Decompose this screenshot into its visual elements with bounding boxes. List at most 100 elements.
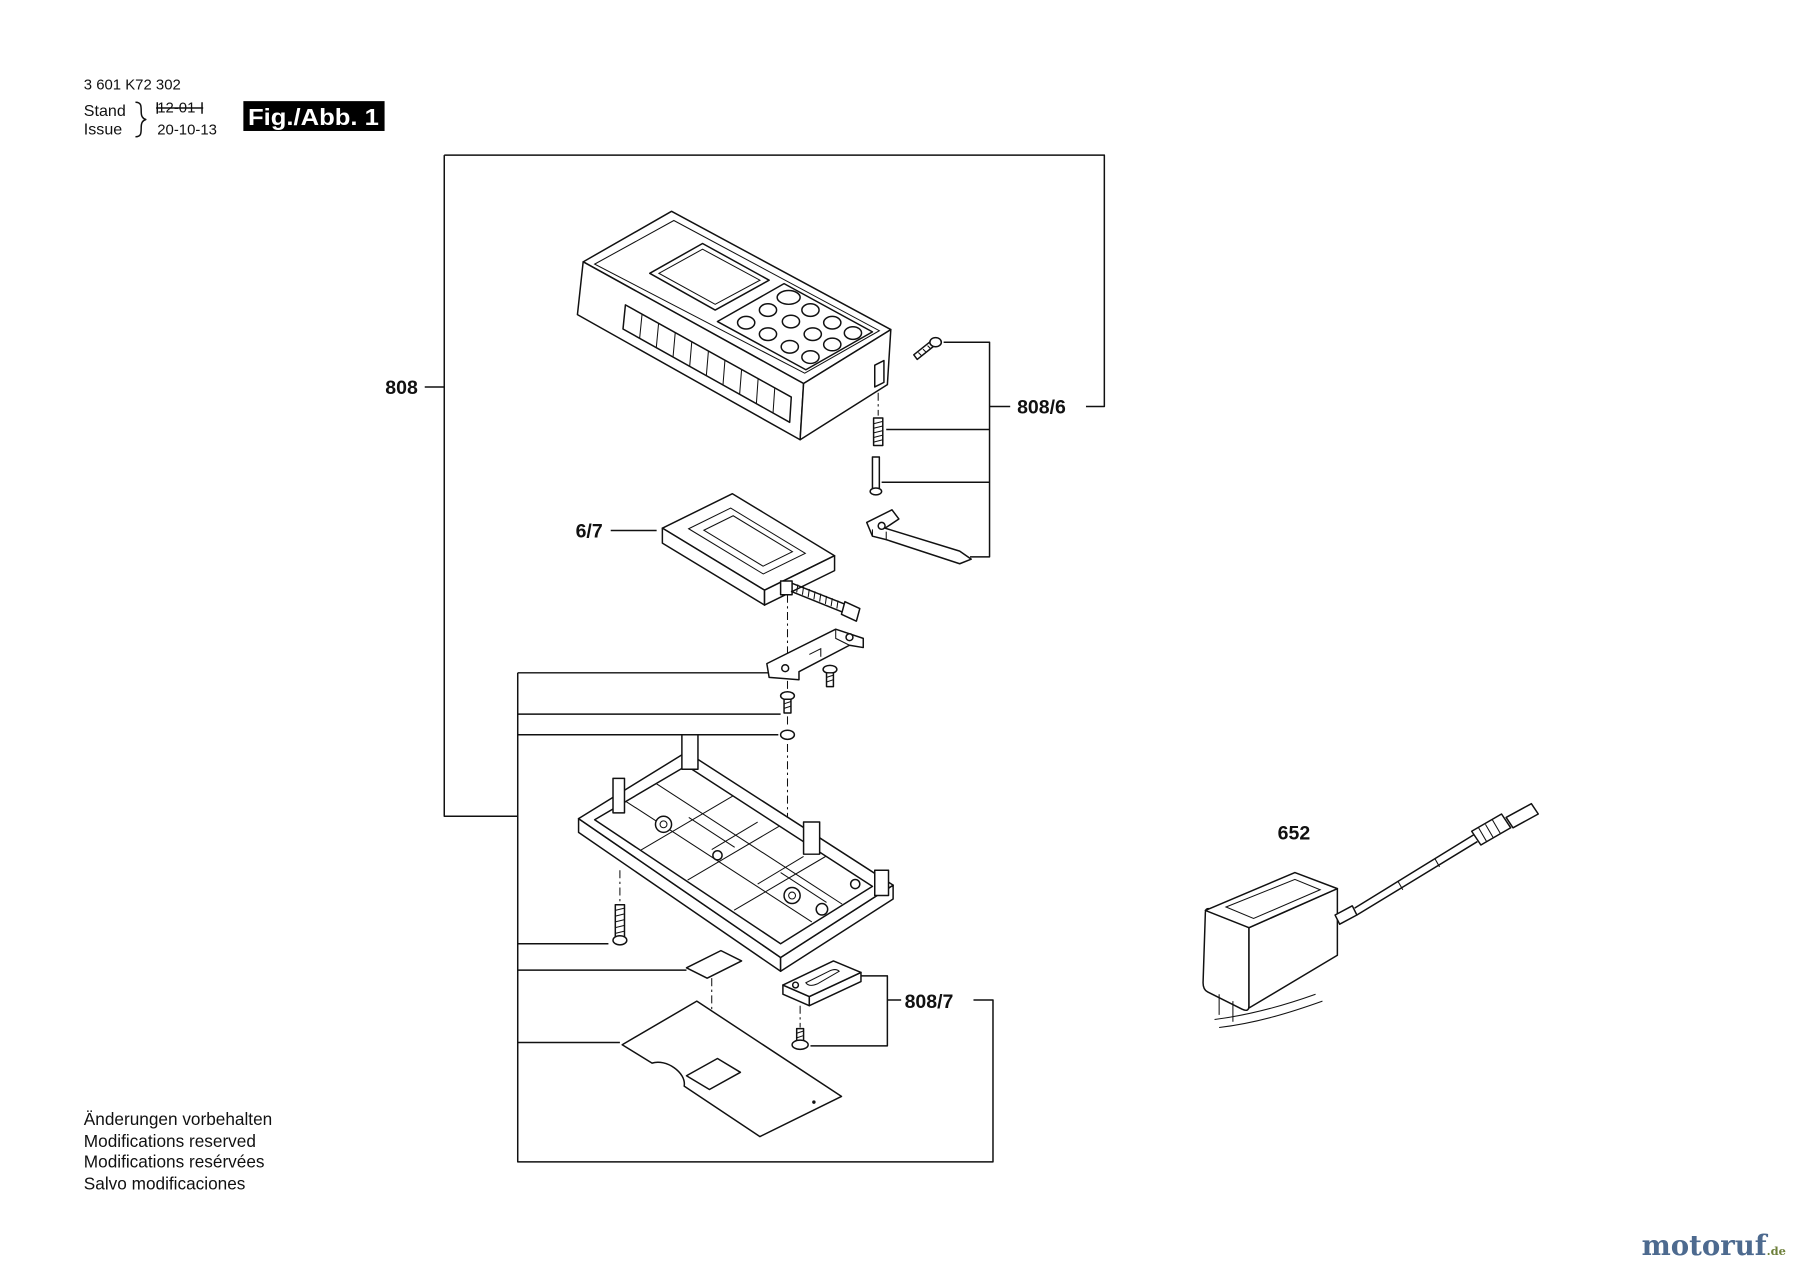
clip-body	[865, 509, 972, 565]
pin-thread	[873, 420, 883, 443]
leader-lines	[424, 154, 1106, 1163]
label-sticker	[685, 949, 743, 979]
side-grip-ribs	[639, 314, 776, 414]
battery-cable-coil	[796, 584, 839, 609]
contact-plate-hole	[845, 633, 854, 642]
bracket-808-6	[881, 341, 1011, 558]
charger-plug-ridges	[1478, 819, 1501, 842]
screw-thread	[826, 674, 834, 683]
tray-hole	[815, 902, 829, 916]
hinge-pin	[869, 456, 883, 496]
watermark-tld: .de	[1767, 1244, 1786, 1258]
charger-strain-relief	[1334, 905, 1358, 925]
clip-edge	[871, 529, 887, 540]
callout-808-7: 808/7	[905, 991, 954, 1013]
bracket-base-assembly	[516, 672, 994, 1163]
tray-post	[681, 734, 699, 770]
battery-plug	[840, 600, 861, 622]
strikethrough-line	[156, 102, 204, 114]
bracket-screw	[791, 1027, 809, 1051]
tray-post	[612, 777, 626, 814]
bracket-808-7	[810, 975, 902, 1047]
housing-top-rim	[593, 219, 881, 374]
cover-plate	[621, 1000, 843, 1138]
screw-808-6	[913, 336, 943, 361]
charger-base-lines	[1214, 993, 1323, 1029]
battery-recess-outer	[687, 507, 807, 575]
keypad-button	[801, 350, 820, 365]
stand-label: Stand	[84, 102, 126, 120]
housing-end-face	[799, 328, 892, 441]
cover-plate-window	[685, 1057, 742, 1091]
keypad-button	[781, 314, 801, 329]
bracket-top-face	[782, 960, 862, 998]
charger-prongs	[1218, 994, 1234, 1022]
screw-head	[929, 336, 943, 348]
battery-connector	[779, 580, 793, 596]
note-german: Änderungen vorbehalten	[84, 1109, 272, 1129]
plate-screw	[822, 664, 838, 688]
watermark-name: motoruf	[1642, 1230, 1769, 1262]
clip-hole	[877, 521, 886, 531]
battery-recess-inner	[702, 515, 794, 567]
screw-thread	[796, 1030, 804, 1039]
base-tray	[577, 734, 894, 973]
housing-end-notch	[873, 359, 885, 388]
hinge-pin-body	[871, 456, 881, 490]
display-screen-inner	[657, 248, 762, 305]
power-button	[776, 289, 801, 306]
threaded-pin	[872, 417, 884, 447]
screw-head	[612, 934, 628, 946]
callout-6-7: 6/7	[576, 520, 603, 542]
tray-tab	[873, 869, 890, 897]
keypad-button	[736, 315, 756, 330]
rangefinder-housing	[576, 210, 892, 441]
keypad-button	[822, 315, 842, 330]
callout-808: 808	[385, 377, 418, 399]
callout-808-6: 808/6	[1017, 396, 1066, 418]
charger-plug-tip	[1505, 802, 1540, 829]
bracket-808	[424, 154, 1106, 818]
issue-date: 20-10-13	[157, 121, 217, 138]
charger-cable	[1354, 834, 1478, 916]
tray-hole	[712, 849, 723, 861]
keypad-button	[801, 302, 820, 318]
keypad-buttons	[736, 289, 863, 365]
bracket-808-7-part	[782, 960, 862, 1007]
note-english: Modifications reserved	[84, 1131, 256, 1151]
contact-plate	[766, 628, 865, 681]
screw-thread	[615, 907, 625, 934]
modification-notes: Änderungen vorbehalten Modifications res…	[84, 1109, 272, 1193]
callout-652: 652	[1278, 822, 1311, 844]
charger-plug-body	[1470, 813, 1512, 846]
brace-icon	[135, 101, 147, 138]
tray-boss-hole	[659, 820, 668, 829]
keypad-button	[758, 327, 778, 342]
keypad-button	[803, 327, 823, 342]
keypad-button	[843, 325, 863, 341]
figure-label: Fig./Abb. 1	[248, 104, 379, 130]
battery-pack	[661, 492, 861, 622]
contact-plate-hole	[781, 664, 790, 673]
charger-label-area	[1224, 878, 1322, 920]
cover-plate-dot	[812, 1100, 816, 1104]
screw-thread	[783, 701, 792, 709]
note-spanish: Salvo modificaciones	[84, 1173, 246, 1193]
tray-boss	[783, 886, 801, 905]
end-piece-clip	[865, 509, 972, 565]
note-french: Modifications resérvées	[84, 1152, 265, 1172]
charger-top-face	[1204, 871, 1339, 929]
o-ring	[779, 729, 796, 741]
screw-thread	[918, 345, 932, 357]
tray-hole	[849, 878, 861, 890]
tray-boss-hole	[788, 891, 797, 900]
display-screen	[648, 242, 770, 311]
plate-screw	[779, 691, 796, 714]
keypad-button	[822, 337, 842, 352]
contact-plate-tab	[809, 629, 850, 657]
issue-label: Issue	[84, 120, 122, 138]
callouts: 808 808/6 6/7 652 808/7	[385, 377, 1310, 1013]
charger-cable-marks	[1397, 858, 1440, 891]
charger-adapter	[1202, 802, 1540, 1029]
